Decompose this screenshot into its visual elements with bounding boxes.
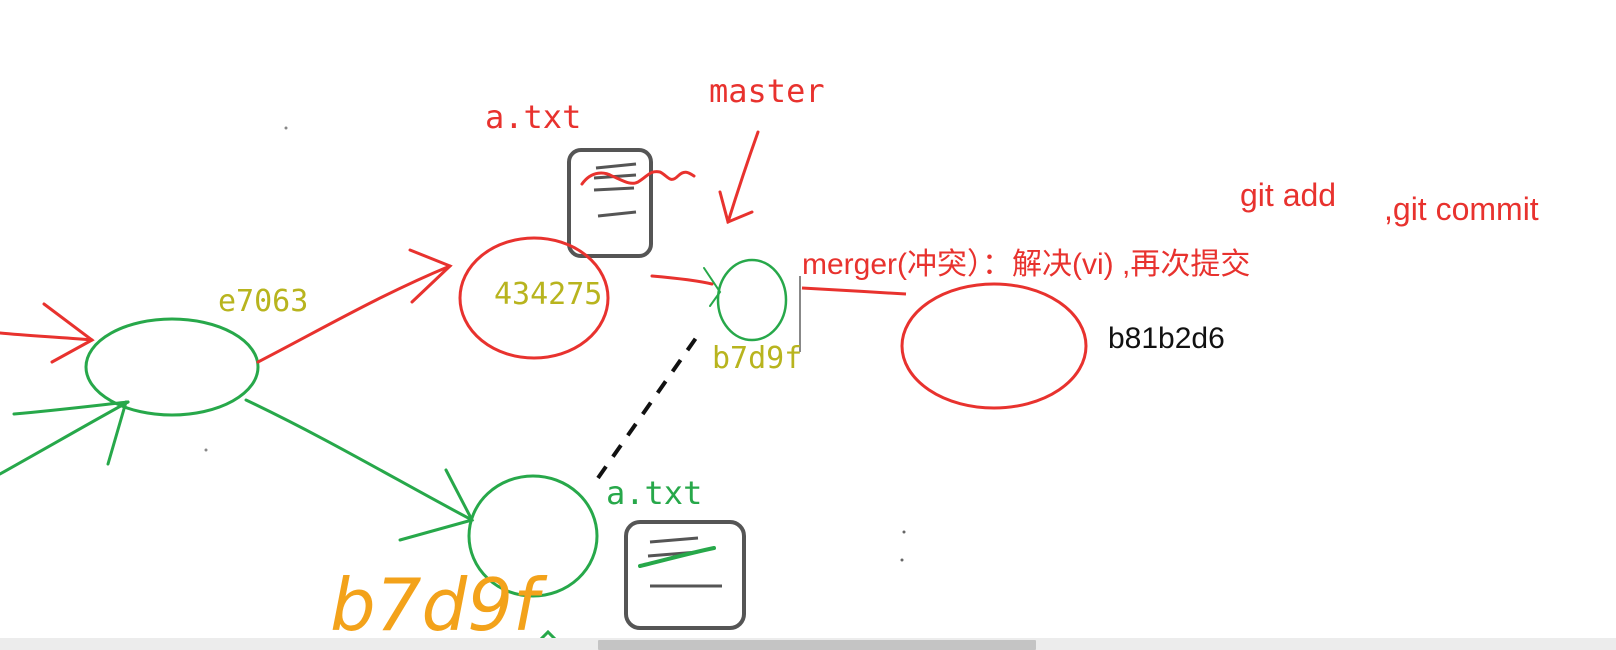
incoming-green-arrows <box>0 400 130 476</box>
green-branch-arrow <box>244 398 475 542</box>
stray-dot <box>900 558 904 562</box>
file-label-bottom: a.txt <box>606 474 702 512</box>
red-branch-arrow <box>256 248 453 364</box>
horizontal-scrollbar-thumb[interactable] <box>598 640 1036 650</box>
merge-arrow-red <box>650 274 714 286</box>
edit-scribble <box>580 170 696 186</box>
stray-dot <box>204 448 208 452</box>
merge-note-underline <box>801 286 907 296</box>
git-add-label: git add <box>1240 177 1336 213</box>
git-commit-label: ,git commit <box>1384 191 1539 227</box>
merge-dashed-link <box>596 336 698 480</box>
commit-label-b81b2d6: b81b2d6 <box>1108 322 1225 355</box>
incoming-red-arrow <box>0 302 95 364</box>
commit-node-bottom <box>467 474 599 598</box>
merge-arrow-green-head <box>703 267 722 307</box>
commit-label-434275: 434275 <box>494 277 602 312</box>
document-icon <box>567 148 653 258</box>
handwritten-commit-b7d9f: b7d9f <box>330 563 548 647</box>
stray-dot <box>902 530 906 534</box>
commit-node-434275 <box>458 236 610 360</box>
commit-label-b7d9f: b7d9f <box>712 341 802 376</box>
commit-node-b81b2d6 <box>900 282 1088 410</box>
commit-node-b7d9f-merge <box>716 258 788 342</box>
edit-scribble-green <box>638 546 716 568</box>
master-pointer-arrow <box>718 130 760 225</box>
commit-label-e7063: e7063 <box>218 284 308 319</box>
commit-node-e7063 <box>84 317 260 417</box>
file-label-top: a.txt <box>485 98 581 136</box>
merge-conflict-note: merger(冲突）：解决(vi) ,再次提交 <box>802 248 1250 281</box>
document-icon <box>624 520 746 630</box>
branch-label-master: master <box>709 72 825 110</box>
stray-dot <box>284 126 288 130</box>
